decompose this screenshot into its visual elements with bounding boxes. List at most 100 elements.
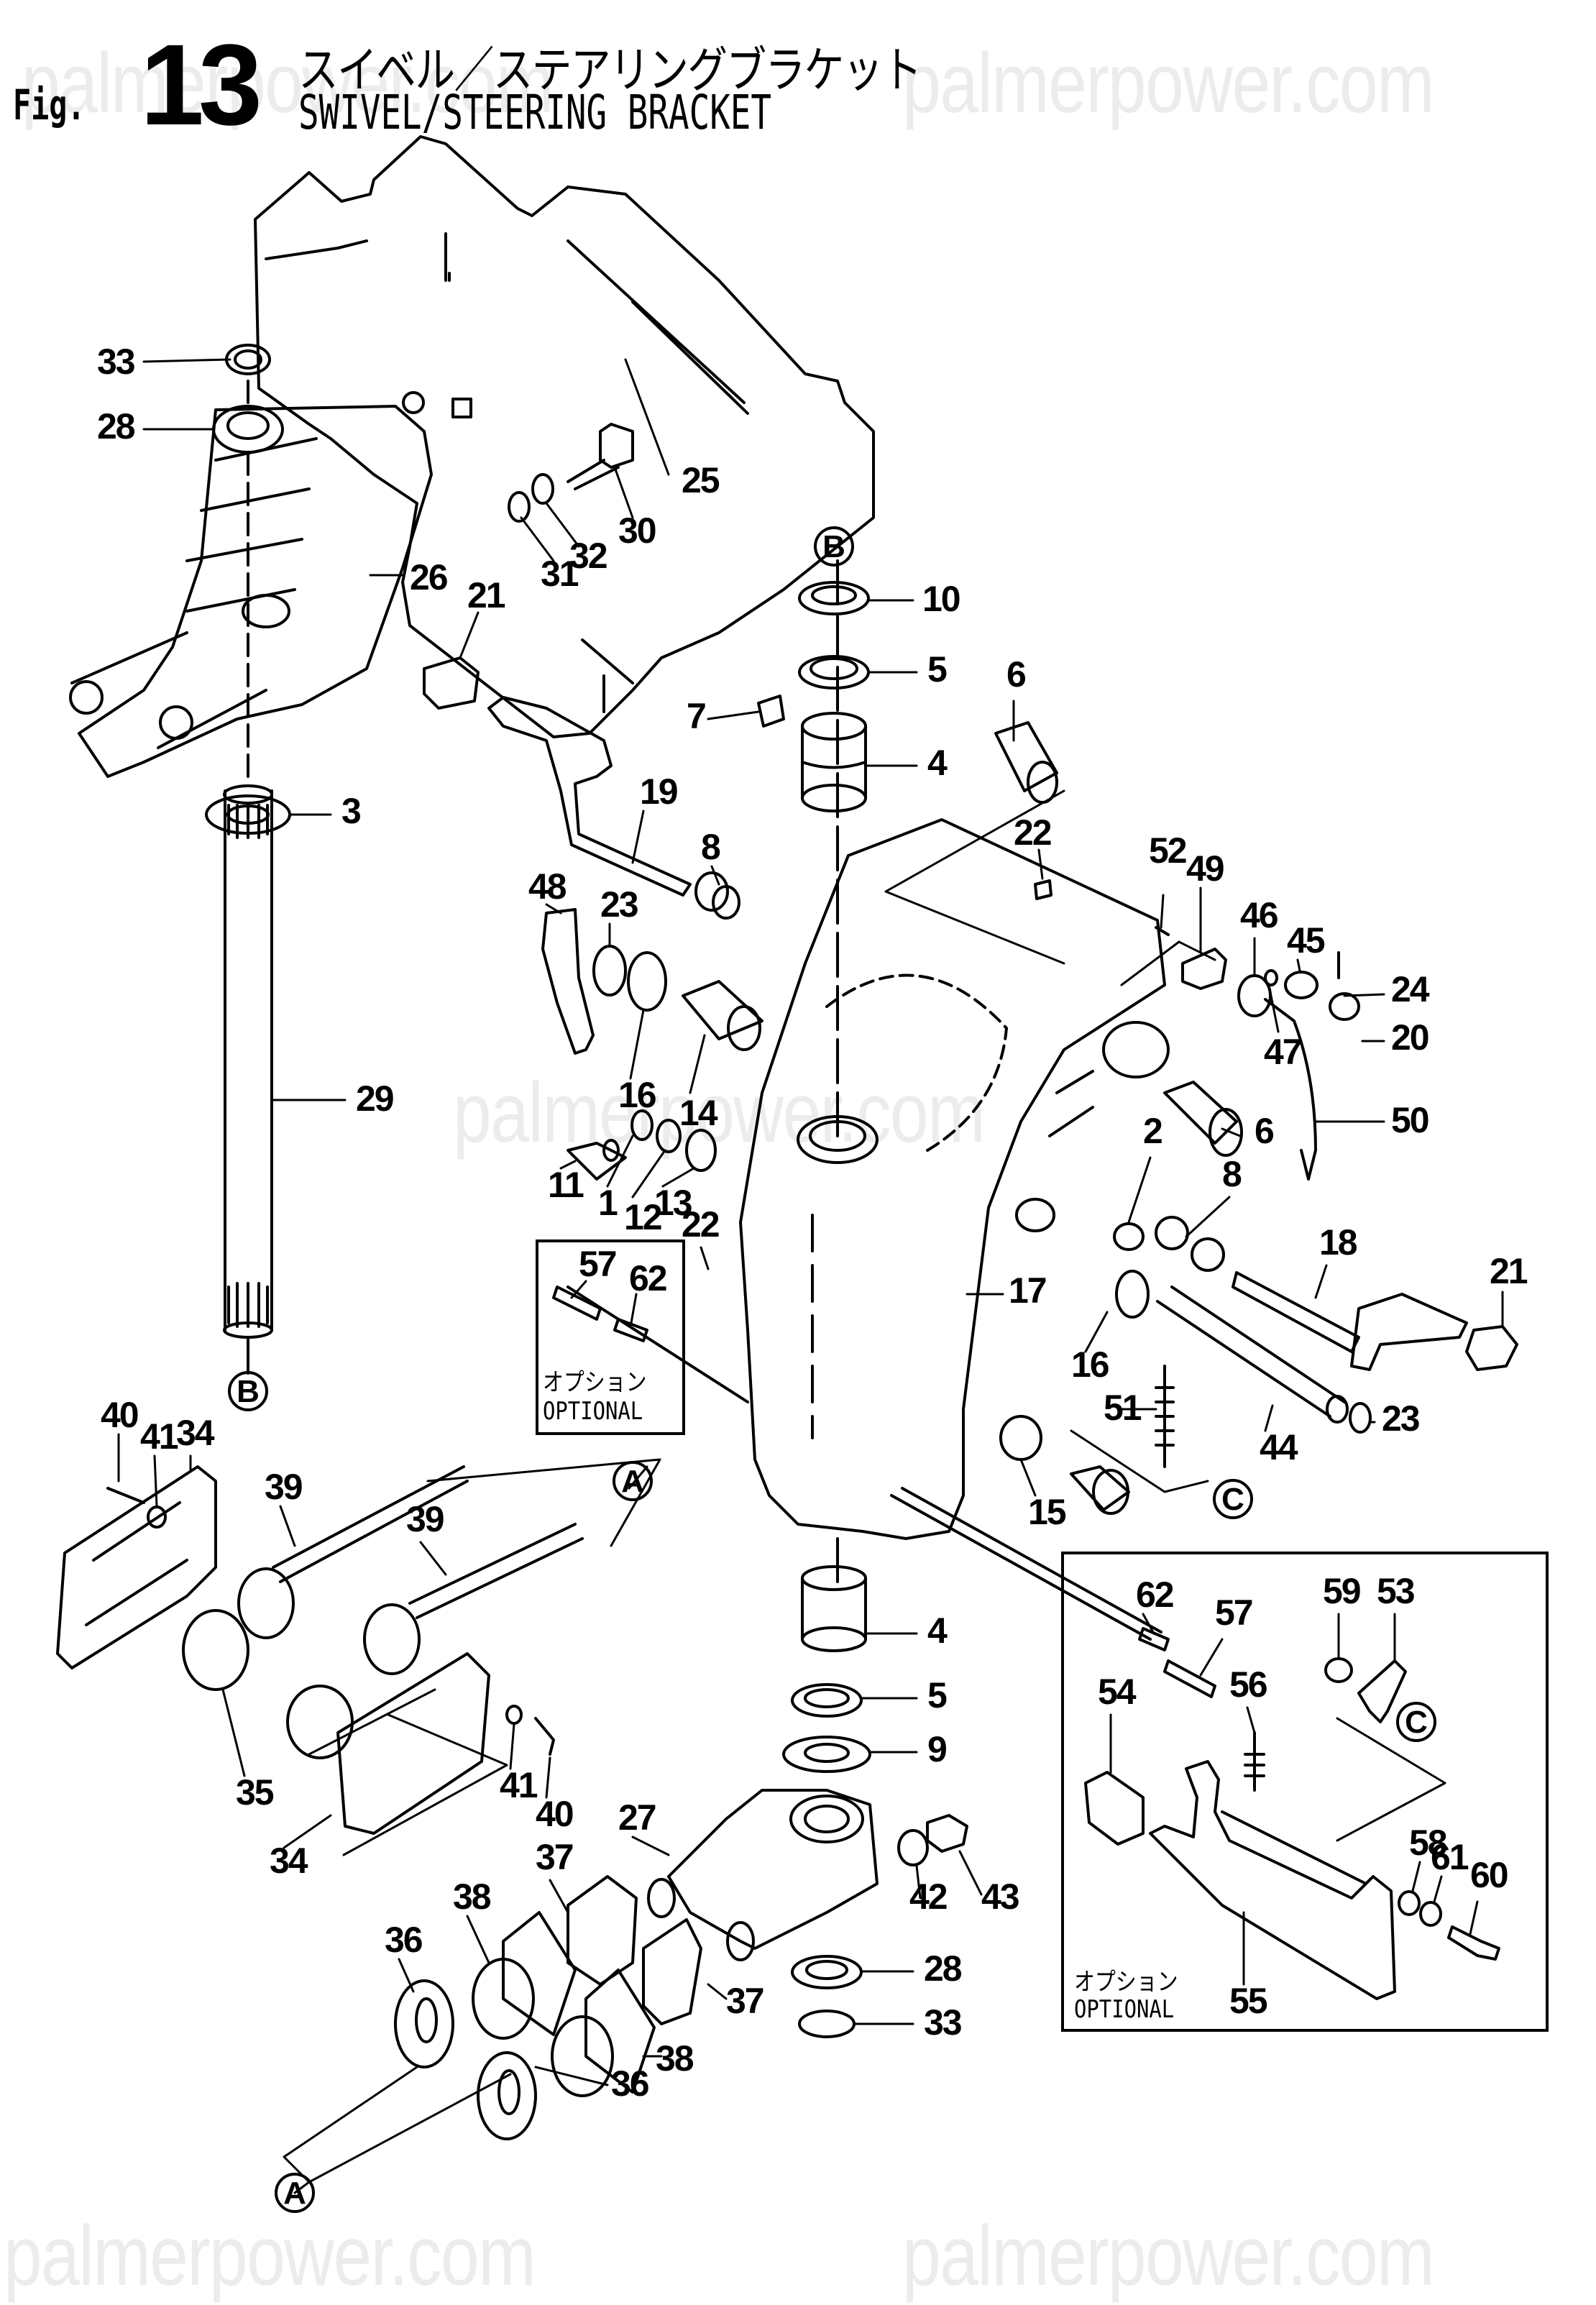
callout-part-25: 25 — [682, 460, 720, 500]
leader-line-25 — [624, 358, 670, 476]
part-40-bolt-right — [534, 1717, 555, 1756]
callout-part-52: 52 — [1149, 830, 1186, 871]
callout-part-5: 5 — [927, 649, 947, 689]
watermark-top-right: palmerpower.com — [902, 36, 1435, 131]
reference-marker-b: B — [814, 526, 854, 567]
callout-part-23: 23 — [600, 884, 638, 925]
callout-part-28: 28 — [924, 1948, 962, 1989]
part-5-seal-upper — [798, 655, 870, 689]
callout-part-8: 8 — [1222, 1154, 1242, 1194]
reference-marker-a: A — [613, 1461, 653, 1501]
callout-part-17: 17 — [1009, 1270, 1046, 1311]
leader-line-16 — [1084, 1311, 1109, 1353]
callout-part-22: 22 — [682, 1204, 719, 1245]
callout-part-37: 37 — [726, 1981, 763, 2021]
callout-part-39: 39 — [265, 1467, 302, 1507]
callout-part-12: 12 — [624, 1197, 661, 1237]
callout-part-3: 3 — [341, 791, 360, 831]
part-35-pads — [182, 1609, 354, 1759]
callout-part-8: 8 — [701, 827, 720, 867]
part-6-bushing-lower — [1163, 1081, 1243, 1157]
parts-11-1-12-13 — [567, 1109, 717, 1181]
leader-line-39 — [419, 1541, 447, 1576]
part-33-circlip-lower — [798, 2010, 856, 2038]
leader-line-52 — [1160, 894, 1165, 929]
callout-part-31: 31 — [541, 554, 579, 594]
part-32-washer — [531, 473, 554, 505]
marker-circle — [613, 1461, 653, 1501]
callout-part-28: 28 — [97, 406, 135, 446]
callout-part-21: 21 — [467, 575, 505, 615]
leader-line-13 — [661, 1167, 695, 1188]
part-60-bolt — [1447, 1925, 1500, 1961]
part-16-bushing-right — [1115, 1270, 1150, 1319]
part-28-washer-top — [212, 405, 284, 454]
part-30-bolt — [567, 423, 634, 490]
part-58-collar — [1398, 1890, 1421, 1916]
leader-line-41 — [509, 1723, 515, 1770]
callout-part-61: 61 — [1431, 1837, 1469, 1877]
part-5-seal-lower — [791, 1683, 863, 1718]
part-39-bolt-upper — [237, 1465, 469, 1639]
optional-rod — [890, 1487, 1162, 1641]
callout-part-60: 60 — [1470, 1855, 1508, 1895]
leader-line-39 — [279, 1505, 296, 1547]
part-26-swivel-arm — [69, 405, 433, 778]
leader-line-48 — [545, 903, 562, 915]
part-9-washer — [782, 1736, 871, 1773]
callout-part-20: 20 — [1391, 1017, 1428, 1058]
part-7-key — [757, 695, 785, 728]
marker-circle — [1213, 1479, 1253, 1519]
callout-part-19: 19 — [640, 771, 677, 812]
callout-part-55: 55 — [1229, 1981, 1267, 2021]
part-4-bushing-upper — [801, 712, 867, 812]
callout-part-46: 46 — [1240, 895, 1278, 935]
callout-part-59: 59 — [1323, 1571, 1360, 1611]
marker-circle — [1396, 1702, 1436, 1742]
marker-letter: A — [283, 2176, 306, 2211]
callout-part-16: 16 — [1071, 1344, 1109, 1385]
callout-part-36: 36 — [385, 1920, 422, 1960]
callout-part-10: 10 — [922, 579, 960, 619]
callout-part-18: 18 — [1319, 1222, 1357, 1263]
callout-part-41: 41 — [140, 1416, 178, 1457]
leader-line-58 — [1411, 1861, 1421, 1892]
part-39-bolt-lower — [363, 1523, 584, 1675]
part-20-collar — [1329, 992, 1360, 1021]
optional-rod-small — [567, 1286, 749, 1403]
part-21-grip-left — [423, 656, 480, 710]
part-48-plate — [541, 908, 595, 1055]
marker-circle — [814, 526, 854, 567]
part-40-bolt-left — [106, 1487, 145, 1504]
callout-part-34: 34 — [270, 1841, 308, 1881]
leader-line-61 — [1433, 1875, 1443, 1903]
callout-part-44: 44 — [1260, 1427, 1298, 1467]
part-19-steering-lever — [487, 696, 692, 897]
callout-part-42: 42 — [909, 1876, 947, 1917]
callout-part-62: 62 — [629, 1258, 666, 1298]
callout-part-24: 24 — [1391, 969, 1430, 1009]
callout-part-11: 11 — [548, 1165, 584, 1205]
callout-part-22: 22 — [1014, 812, 1051, 853]
part-25-swivel-bracket — [254, 135, 875, 738]
leader-line-22 — [700, 1246, 710, 1270]
part-45-spring — [1284, 971, 1318, 999]
callout-part-33: 33 — [924, 2002, 961, 2043]
leader-line-42 — [915, 1864, 922, 1900]
part-41-washer-right — [505, 1705, 523, 1725]
leader-line-12 — [631, 1149, 666, 1199]
leader-line-31 — [520, 516, 555, 562]
part-23-circlip-right — [1349, 1402, 1372, 1434]
watermark-center: palmerpower.com — [453, 1066, 986, 1160]
part-61-washer — [1419, 1901, 1442, 1927]
part-37-mount-lower — [642, 1918, 702, 2025]
part-14-bushing — [682, 980, 763, 1051]
leader-line-22 — [1037, 848, 1044, 880]
callout-part-6: 6 — [1006, 654, 1025, 695]
callout-part-5: 5 — [927, 1675, 947, 1715]
figure-number: 13 — [140, 20, 262, 149]
part-37-mount-upper — [567, 1875, 638, 1986]
leader-line-11 — [559, 1160, 577, 1170]
callout-part-30: 30 — [618, 510, 656, 551]
leader-line-21 — [459, 611, 480, 659]
